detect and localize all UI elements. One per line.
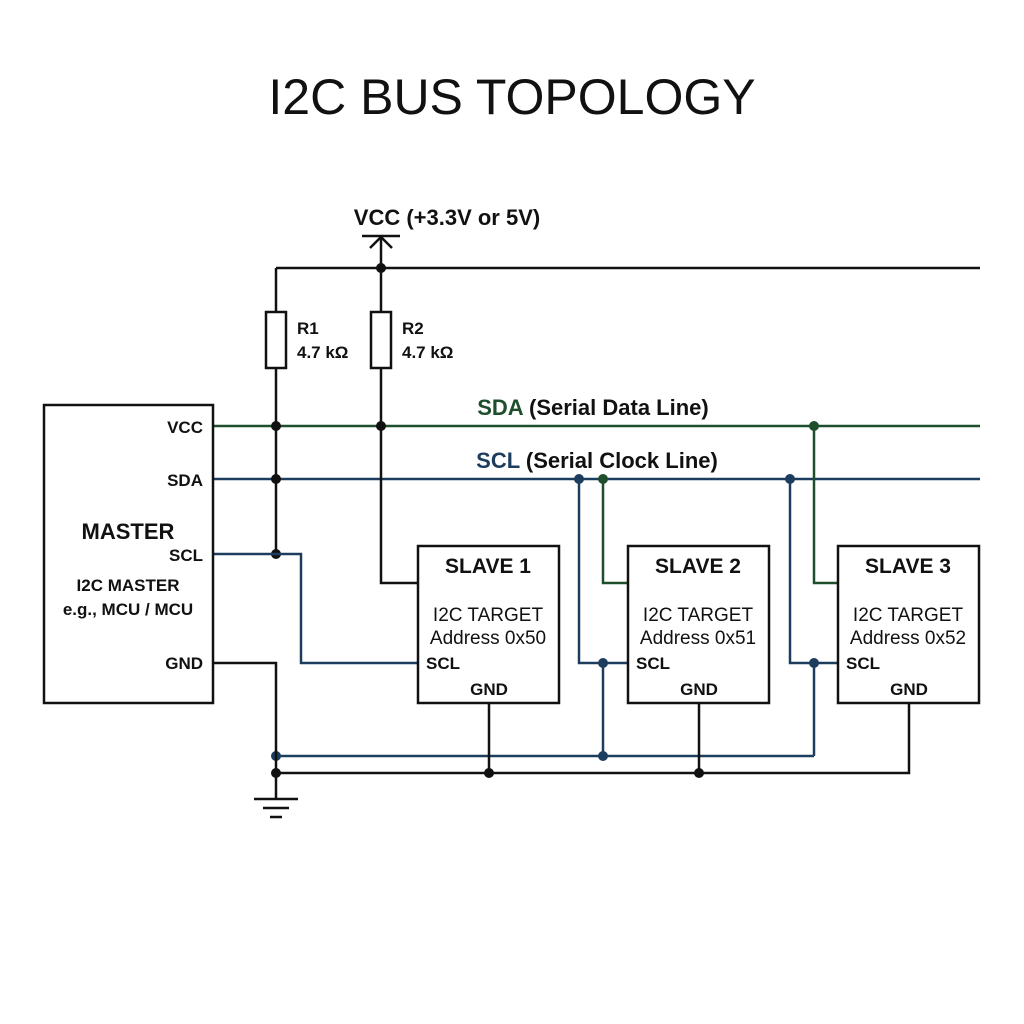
master-pin-sda: SDA	[167, 471, 203, 490]
sda-bus-desc: (Serial Data Line)	[523, 395, 709, 420]
r1-name: R1	[297, 319, 319, 338]
master-gnd-wire	[213, 661, 278, 798]
resistor-r1	[264, 310, 288, 370]
master-example: e.g., MCU / MCU	[63, 600, 193, 619]
master-pin-gnd: GND	[165, 654, 203, 673]
scl-bus-desc: (Serial Clock Line)	[520, 448, 718, 473]
slave-3-title: SLAVE 3	[865, 555, 951, 578]
slave-1-type: I2C TARGET	[433, 605, 544, 626]
r1-value: 4.7 kΩ	[297, 343, 348, 362]
r2-value: 4.7 kΩ	[402, 343, 453, 362]
resistor-r2	[369, 310, 393, 370]
slave-1-gnd-pin: GND	[470, 680, 508, 699]
slave-2-address: Address 0x51	[640, 628, 756, 649]
slave-3-block: SLAVE 3 I2C TARGET Address 0x52 SCL GND	[836, 544, 981, 705]
r2-name: R2	[402, 319, 424, 338]
master-pin-vcc: VCC	[167, 418, 203, 437]
slave-1-block: SLAVE 1 I2C TARGET Address 0x50 SCL GND	[416, 544, 561, 705]
slave-2-scl-pin: SCL	[636, 654, 670, 673]
sda-bus-name: SDA	[477, 395, 524, 420]
slave-3-address: Address 0x52	[850, 628, 966, 649]
slave-2-title: SLAVE 2	[655, 555, 741, 578]
vcc-arrow-icon	[362, 234, 400, 268]
master-scl-wire	[213, 552, 418, 665]
ground-icon	[254, 797, 298, 819]
slave-3-type: I2C TARGET	[853, 605, 964, 626]
master-subtitle: I2C MASTER	[77, 576, 180, 595]
diagram-title: I2C BUS TOPOLOGY	[268, 69, 755, 125]
slave-1-scl-pin: SCL	[426, 654, 460, 673]
slave-2-block: SLAVE 2 I2C TARGET Address 0x51 SCL GND	[626, 544, 771, 705]
master-block: VCC SDA MASTER SCL I2C MASTER e.g., MCU …	[42, 403, 215, 705]
scl-bus-label: SCL (Serial Clock Line)	[476, 448, 718, 473]
slave-1-address: Address 0x50	[430, 628, 546, 649]
slave-1-title: SLAVE 1	[445, 555, 531, 578]
slave-2-gnd-pin: GND	[680, 680, 718, 699]
slave-3-scl-pin: SCL	[846, 654, 880, 673]
scl-bus-name: SCL	[476, 448, 520, 473]
vcc-supply-label: VCC (+3.3V or 5V)	[354, 205, 540, 230]
slave-2-type: I2C TARGET	[643, 605, 754, 626]
sda-bus-label: SDA (Serial Data Line)	[477, 395, 708, 420]
master-pin-scl: SCL	[169, 546, 203, 565]
slave-3-gnd-pin: GND	[890, 680, 928, 699]
master-title: MASTER	[82, 519, 175, 544]
